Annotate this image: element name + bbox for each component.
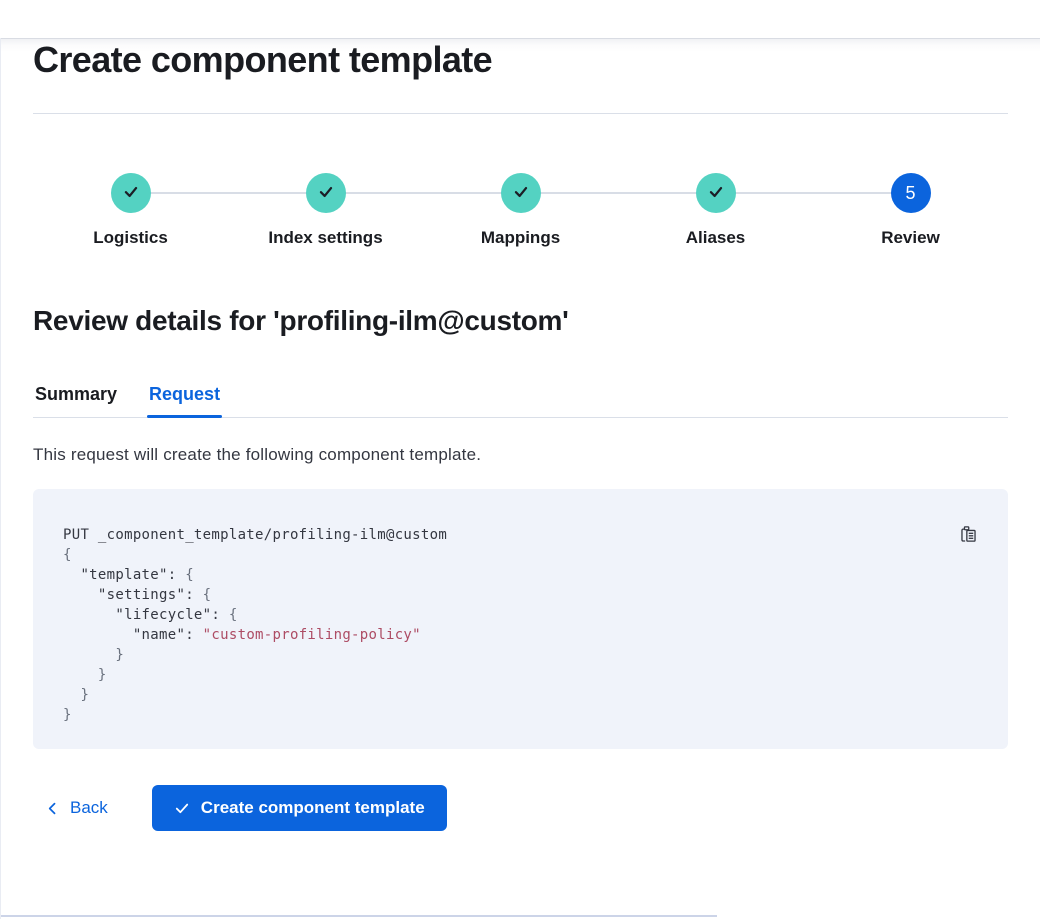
create-component-template-button[interactable]: Create component template [151,785,447,831]
stepper-step[interactable]: Index settings [228,173,423,248]
header-divider [33,113,1008,114]
page-title: Create component template [33,39,493,80]
tab[interactable]: Summary [33,384,119,417]
stepper: Logistics Index settings [33,173,1008,248]
step-label: Mappings [480,228,561,247]
create-component-template-page: Create component template Logistics [1,38,1040,831]
step-number: 5 [905,183,916,203]
check-icon [174,800,190,816]
back-button-label: Back [70,798,108,817]
step-status-circle [110,173,151,213]
step-status-circle [695,173,736,213]
bottom-divider [1,915,717,917]
step-status-circle [305,173,346,213]
step-label: Logistics [93,228,168,247]
step-status-circle [500,173,541,213]
back-button[interactable]: Back [45,798,108,818]
stepper-step[interactable]: Mappings [423,173,618,248]
check-icon [707,183,725,204]
check-icon [512,183,530,204]
review-tabs: Summary Request [33,384,1008,418]
step-status-circle: 5 [890,173,931,213]
chevron-left-icon [45,801,60,816]
request-code-block: PUT _component_template/profiling-ilm@cu… [33,489,1008,749]
stepper-step[interactable]: Aliases [618,173,813,248]
stepper-steps: Logistics Index settings [33,173,1008,248]
stepper-step[interactable]: Logistics [33,173,228,248]
stepper-step[interactable]: 5 Review [813,173,1008,248]
step-label: Review [881,228,940,247]
check-icon [122,183,140,204]
copy-clipboard-icon[interactable] [957,523,980,549]
request-description: This request will create the following c… [33,445,482,464]
step-label: Index settings [268,228,383,247]
tab[interactable]: Request [147,384,223,418]
footer-actions: Back Create component template [33,785,1008,831]
step-label: Aliases [685,228,746,247]
code-content: PUT _component_template/profiling-ilm@cu… [63,527,448,723]
review-details-heading: Review details for 'profiling-ilm@custom… [33,305,569,336]
create-button-label: Create component template [200,798,425,817]
check-icon [317,183,335,204]
